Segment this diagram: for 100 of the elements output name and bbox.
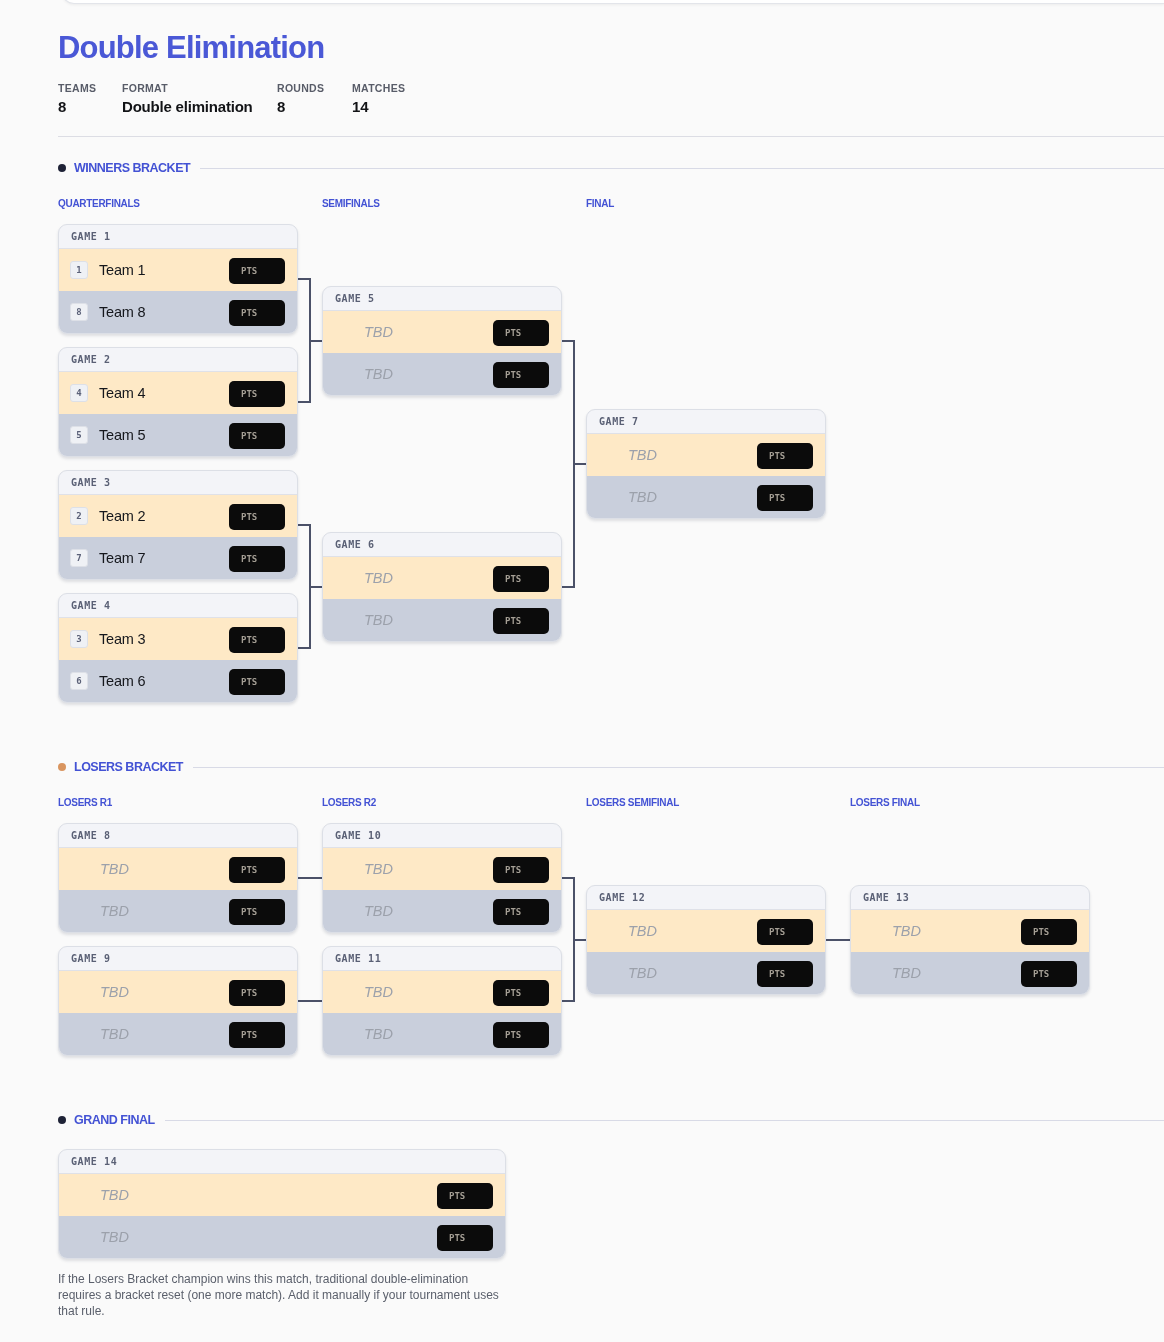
match-card xyxy=(58,224,298,334)
bracket-line xyxy=(825,939,851,941)
team-row xyxy=(59,1216,505,1258)
round-label: QUARTERFINALS xyxy=(58,198,140,210)
note-text: If the Losers Bracket champion wins this match, traditional double-elimination requires a bracket reset (one more match). Add it manually if your tournament uses that rule. xyxy=(58,1271,500,1319)
team-row xyxy=(587,952,825,994)
team-row xyxy=(851,909,1089,952)
team-row xyxy=(59,1013,297,1055)
bracket-line xyxy=(561,939,587,1002)
score-field: PTS xyxy=(493,320,549,346)
game-label: GAME 9 xyxy=(71,953,111,965)
stat-value: 8 xyxy=(277,98,286,116)
bracket-line xyxy=(561,463,587,588)
team-row xyxy=(323,970,561,1013)
score-field: PTS xyxy=(757,919,813,945)
team-row xyxy=(587,476,825,518)
match-card xyxy=(58,1149,506,1259)
team-name: Team 5 xyxy=(99,427,146,444)
score-field: PTS xyxy=(229,899,285,925)
team-row xyxy=(851,952,1089,994)
game-label: GAME 8 xyxy=(71,830,111,842)
match-card xyxy=(322,946,562,1056)
match-card xyxy=(58,823,298,933)
section-heading: GRAND FINAL xyxy=(74,1112,155,1128)
match-card xyxy=(58,470,298,580)
team-row xyxy=(323,847,561,890)
match-card xyxy=(586,409,826,519)
round-label: SEMIFINALS xyxy=(322,198,380,210)
stat-value: Double elimination xyxy=(122,98,253,116)
page-title: Double Elimination xyxy=(58,30,325,66)
score-field: PTS xyxy=(437,1225,493,1251)
team-row xyxy=(323,310,561,353)
team-name: TBD xyxy=(628,447,657,464)
score-field: PTS xyxy=(229,627,285,653)
bracket-line xyxy=(297,586,323,649)
game-label: GAME 12 xyxy=(599,892,646,904)
game-label: GAME 7 xyxy=(599,416,639,428)
game-label: GAME 5 xyxy=(335,293,375,305)
match-card xyxy=(322,823,562,933)
section-heading: LOSERS BRACKET xyxy=(74,759,183,775)
match-card xyxy=(58,946,298,1056)
score-field: PTS xyxy=(757,443,813,469)
match-card xyxy=(322,286,562,396)
stat-label: ROUNDS xyxy=(277,82,325,95)
round-label: LOSERS SEMIFINAL xyxy=(586,797,679,809)
round-label: LOSERS FINAL xyxy=(850,797,920,809)
team-name: Team 3 xyxy=(99,631,146,648)
round-label: LOSERS R1 xyxy=(58,797,112,809)
game-label: GAME 14 xyxy=(71,1156,118,1168)
score-field: PTS xyxy=(229,300,285,326)
seed-badge: 7 xyxy=(70,549,88,567)
stat-value: 14 xyxy=(352,98,369,116)
team-row xyxy=(59,291,297,333)
score-field: PTS xyxy=(229,381,285,407)
team-row xyxy=(59,970,297,1013)
team-row xyxy=(59,847,297,890)
team-row xyxy=(323,556,561,599)
score-field: PTS xyxy=(229,546,285,572)
game-label: GAME 3 xyxy=(71,477,111,489)
team-row xyxy=(323,353,561,395)
score-field: PTS xyxy=(229,258,285,284)
team-name: Team 2 xyxy=(99,508,146,525)
score-field: PTS xyxy=(1021,919,1077,945)
bracket-line xyxy=(297,1000,323,1002)
score-field: PTS xyxy=(757,961,813,987)
score-field: PTS xyxy=(493,899,549,925)
score-field: PTS xyxy=(229,423,285,449)
game-label: GAME 4 xyxy=(71,600,111,612)
match-card xyxy=(58,593,298,703)
team-row xyxy=(59,494,297,537)
team-row xyxy=(323,890,561,932)
team-row xyxy=(59,248,297,291)
team-name: Team 6 xyxy=(99,673,146,690)
stat-label: TEAMS xyxy=(58,82,97,95)
seed-badge: 4 xyxy=(70,384,88,402)
stat-label: MATCHES xyxy=(352,82,406,95)
team-name: TBD xyxy=(364,570,393,587)
team-row xyxy=(587,433,825,476)
game-label: GAME 6 xyxy=(335,539,375,551)
score-field: PTS xyxy=(229,504,285,530)
seed-badge: 6 xyxy=(70,672,88,690)
match-card xyxy=(586,885,826,995)
score-field: PTS xyxy=(493,980,549,1006)
score-field: PTS xyxy=(493,857,549,883)
team-row xyxy=(59,414,297,456)
game-label: GAME 11 xyxy=(335,953,382,965)
bracket-line xyxy=(297,340,323,403)
round-label: LOSERS R2 xyxy=(322,797,376,809)
team-name: TBD xyxy=(628,923,657,940)
team-name: Team 7 xyxy=(99,550,146,567)
match-card xyxy=(322,532,562,642)
bracket-line xyxy=(297,877,323,879)
score-field: PTS xyxy=(229,857,285,883)
stat-value: 8 xyxy=(58,98,67,116)
team-row xyxy=(323,599,561,641)
seed-badge: 3 xyxy=(70,630,88,648)
team-name: TBD xyxy=(364,984,393,1001)
game-label: GAME 1 xyxy=(71,231,111,243)
score-field: PTS xyxy=(493,566,549,592)
match-card xyxy=(850,885,1090,995)
